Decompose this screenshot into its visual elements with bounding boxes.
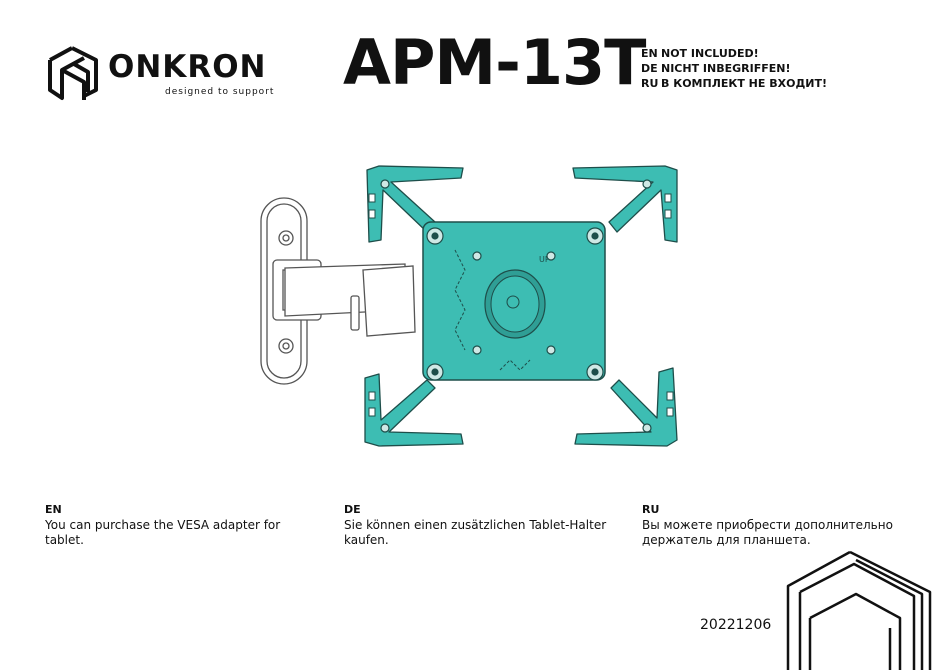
onkron-watermark-icon — [780, 548, 950, 670]
notice-text: NOT INCLUDED! — [661, 47, 759, 60]
info-text: Вы можете приобрести дополнительно держа… — [642, 518, 912, 548]
notice-lang-code: RU — [641, 76, 661, 91]
brand-name: ONKRON — [108, 52, 267, 83]
info-column-en: EN You can purchase the VESA adapter for… — [45, 502, 315, 548]
lang-code: DE — [344, 502, 614, 517]
lang-code: RU — [642, 502, 912, 517]
lang-code: EN — [45, 502, 315, 517]
notice-lang-code: DE — [641, 61, 661, 76]
vesa-plate: UP — [423, 222, 605, 380]
model-title: APM-13T — [343, 32, 645, 94]
brand-tagline: designed to support — [165, 87, 274, 97]
info-column-de: DE Sie können einen zusätzlichen Tablet-… — [344, 502, 614, 548]
info-column-ru: RU Вы можете приобрести дополнительно де… — [642, 502, 912, 548]
notice-text: NICHT INBEGRIFFEN! — [661, 62, 790, 75]
document-number: 20221206 — [700, 617, 771, 633]
notice-lang-code: EN — [641, 46, 661, 61]
info-text: Sie können einen zusätzlichen Tablet-Hal… — [344, 518, 614, 548]
onkron-logo-icon — [44, 44, 100, 104]
info-text: You can purchase the VESA adapter for ta… — [45, 518, 315, 548]
tablet-holder-illustration: UP — [255, 160, 685, 460]
notice-text: В КОМПЛЕКТ НЕ ВХОДИТ! — [661, 77, 827, 90]
